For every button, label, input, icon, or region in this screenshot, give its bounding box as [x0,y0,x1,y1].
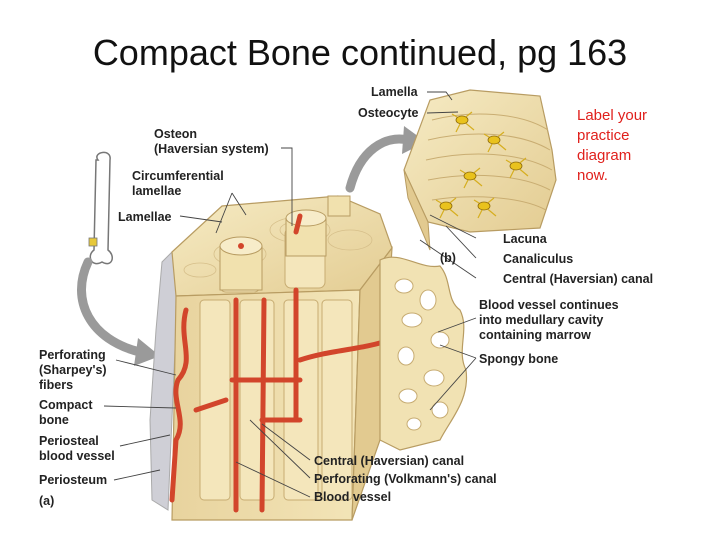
label-spongy-bone: Spongy bone [479,352,558,366]
note-line: Label your [577,107,648,124]
magnified-osteon [403,89,557,251]
spongy-bone [379,256,468,451]
label-circumferential: Circumferential [132,169,224,183]
label-compact-bone: Compact [39,398,93,412]
label-canaliculus: Canaliculus [503,252,573,266]
label-periosteal-2: blood vessel [39,449,115,463]
spongy-holes [394,278,450,431]
label-lamella: Lamella [371,85,419,99]
slide-title: Compact Bone continued, pg 163 [92,32,628,73]
label-osteon: Osteon [154,127,197,141]
note-line: diagram [577,147,632,164]
label-perforating-canal: Perforating (Volkmann's) canal [314,472,497,486]
label-vessel-continues-2: into medullary cavity [479,313,603,327]
label-perforating-2: (Sharpey's) [39,363,107,377]
note-line: now. [577,167,608,184]
leader-lines [103,91,477,498]
compact-bone-top [171,195,393,297]
osteon-cylinder [219,195,351,291]
label-vessel-continues: Blood vessel continues [479,298,619,312]
arrowhead-icon [402,126,426,154]
label-lamellae: Lamellae [118,210,172,224]
label-central-canal-b: Central (Haversian) canal [503,272,653,286]
label-blood-vessel: Blood vessel [314,490,391,504]
blood-vessels [169,213,433,513]
label-central-canal: Central (Haversian) canal [314,454,464,468]
curved-arrow-icon [77,257,145,357]
note-line: practice [577,127,630,144]
arrowhead-icon [134,338,160,366]
label-osteon-sub: (Haversian system) [154,142,269,156]
label-circumferential-sub: lamellae [132,184,181,198]
label-periosteum: Periosteum [39,473,107,487]
long-bone-icon [88,151,113,265]
osteocyte-cells [439,115,523,211]
figure-tag-b: (b) [440,251,456,265]
label-perforating: Perforating [39,348,106,362]
instruction-note: Label your practice diagram now. [577,106,687,186]
label-perforating-3: fibers [39,378,73,392]
label-osteocyte: Osteocyte [358,106,418,120]
label-vessel-continues-3: containing marrow [479,328,591,342]
curved-arrow-icon [345,134,413,193]
label-lacuna: Lacuna [503,232,548,246]
label-compact-bone-2: bone [39,413,69,427]
figure-tag-a: (a) [39,494,54,508]
label-periosteal: Periosteal [39,434,99,448]
